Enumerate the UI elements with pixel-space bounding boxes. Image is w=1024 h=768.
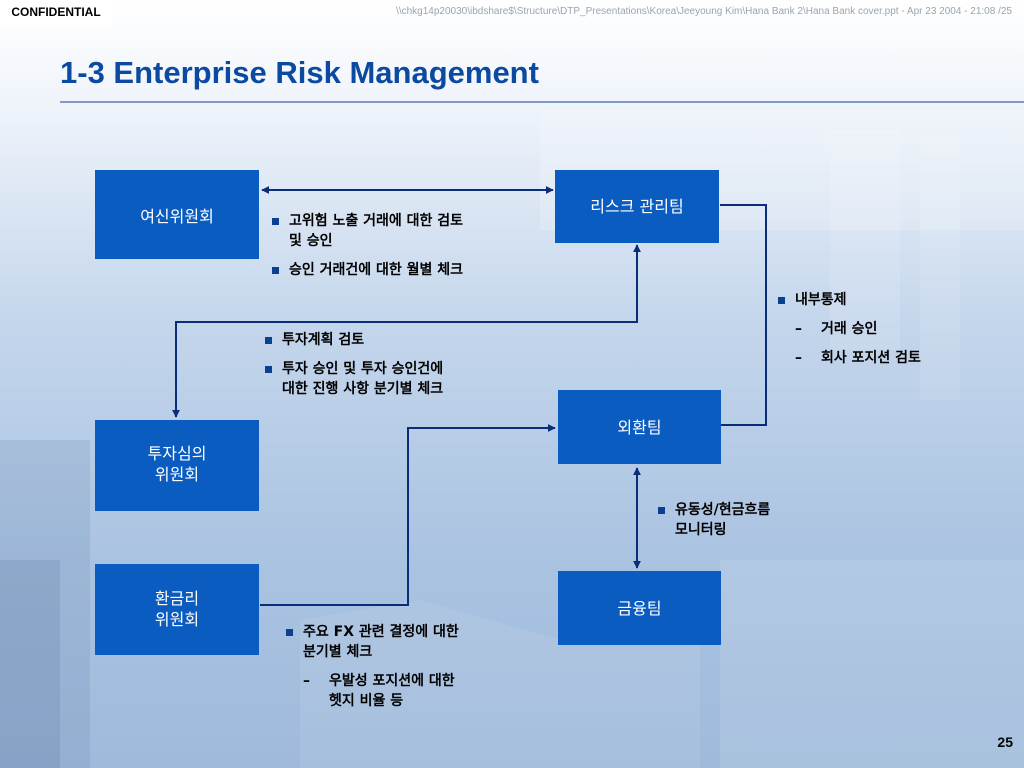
liquidity-notes: 유동성/현금흐름 모니터링 <box>655 500 855 549</box>
credit-notes: 고위험 노출 거래에 대한 검토 및 승인 승인 거래건에 대한 월별 체크 <box>269 211 549 289</box>
page-title: 1-3 Enterprise Risk Management <box>60 55 539 90</box>
finance-team-box: 금융팀 <box>558 571 721 645</box>
investment-notes: 투자계획 검토 투자 승인 및 투자 승인건에 대한 진행 사항 분기별 체크 <box>262 330 542 408</box>
title-divider <box>60 101 1024 103</box>
fx-rate-committee-box: 환금리 위원회 <box>95 564 259 655</box>
fx-notes: 주요 FX 관련 결정에 대한 분기별 체크 우발성 포지션에 대한 헷지 비율… <box>283 622 553 720</box>
connector-fxrate-fx <box>260 424 556 606</box>
confidential-label: CONFIDENTIAL <box>0 0 112 25</box>
page-number: 25 <box>997 734 1013 750</box>
note-subitem: 거래 승인 <box>775 319 1005 339</box>
note-item: 투자 승인 및 투자 승인건에 대한 진행 사항 분기별 체크 <box>262 359 542 399</box>
fx-team-box: 외환팀 <box>558 390 721 464</box>
note-item: 유동성/현금흐름 모니터링 <box>655 500 855 540</box>
risk-team-box: 리스크 관리팀 <box>555 170 719 243</box>
connector-risk-investment <box>172 244 641 418</box>
file-path: \\chkg14p20030\ibdshare$\Structure\DTP_P… <box>396 6 1012 17</box>
note-subitem: 회사 포지션 검토 <box>775 348 1005 368</box>
note-item: 승인 거래건에 대한 월별 체크 <box>269 260 549 280</box>
internal-control-notes: 내부통제 거래 승인 회사 포지션 검토 <box>775 290 1005 377</box>
note-item: 고위험 노출 거래에 대한 검토 및 승인 <box>269 211 549 251</box>
connector-risk-fx <box>695 204 767 429</box>
note-subitem: 우발성 포지션에 대한 헷지 비율 등 <box>283 671 553 711</box>
investment-committee-box: 투자심의 위원회 <box>95 420 259 511</box>
note-item: 투자계획 검토 <box>262 330 542 350</box>
credit-committee-box: 여신위원회 <box>95 170 259 259</box>
note-item: 주요 FX 관련 결정에 대한 분기별 체크 <box>283 622 553 662</box>
note-item: 내부통제 <box>775 290 1005 310</box>
